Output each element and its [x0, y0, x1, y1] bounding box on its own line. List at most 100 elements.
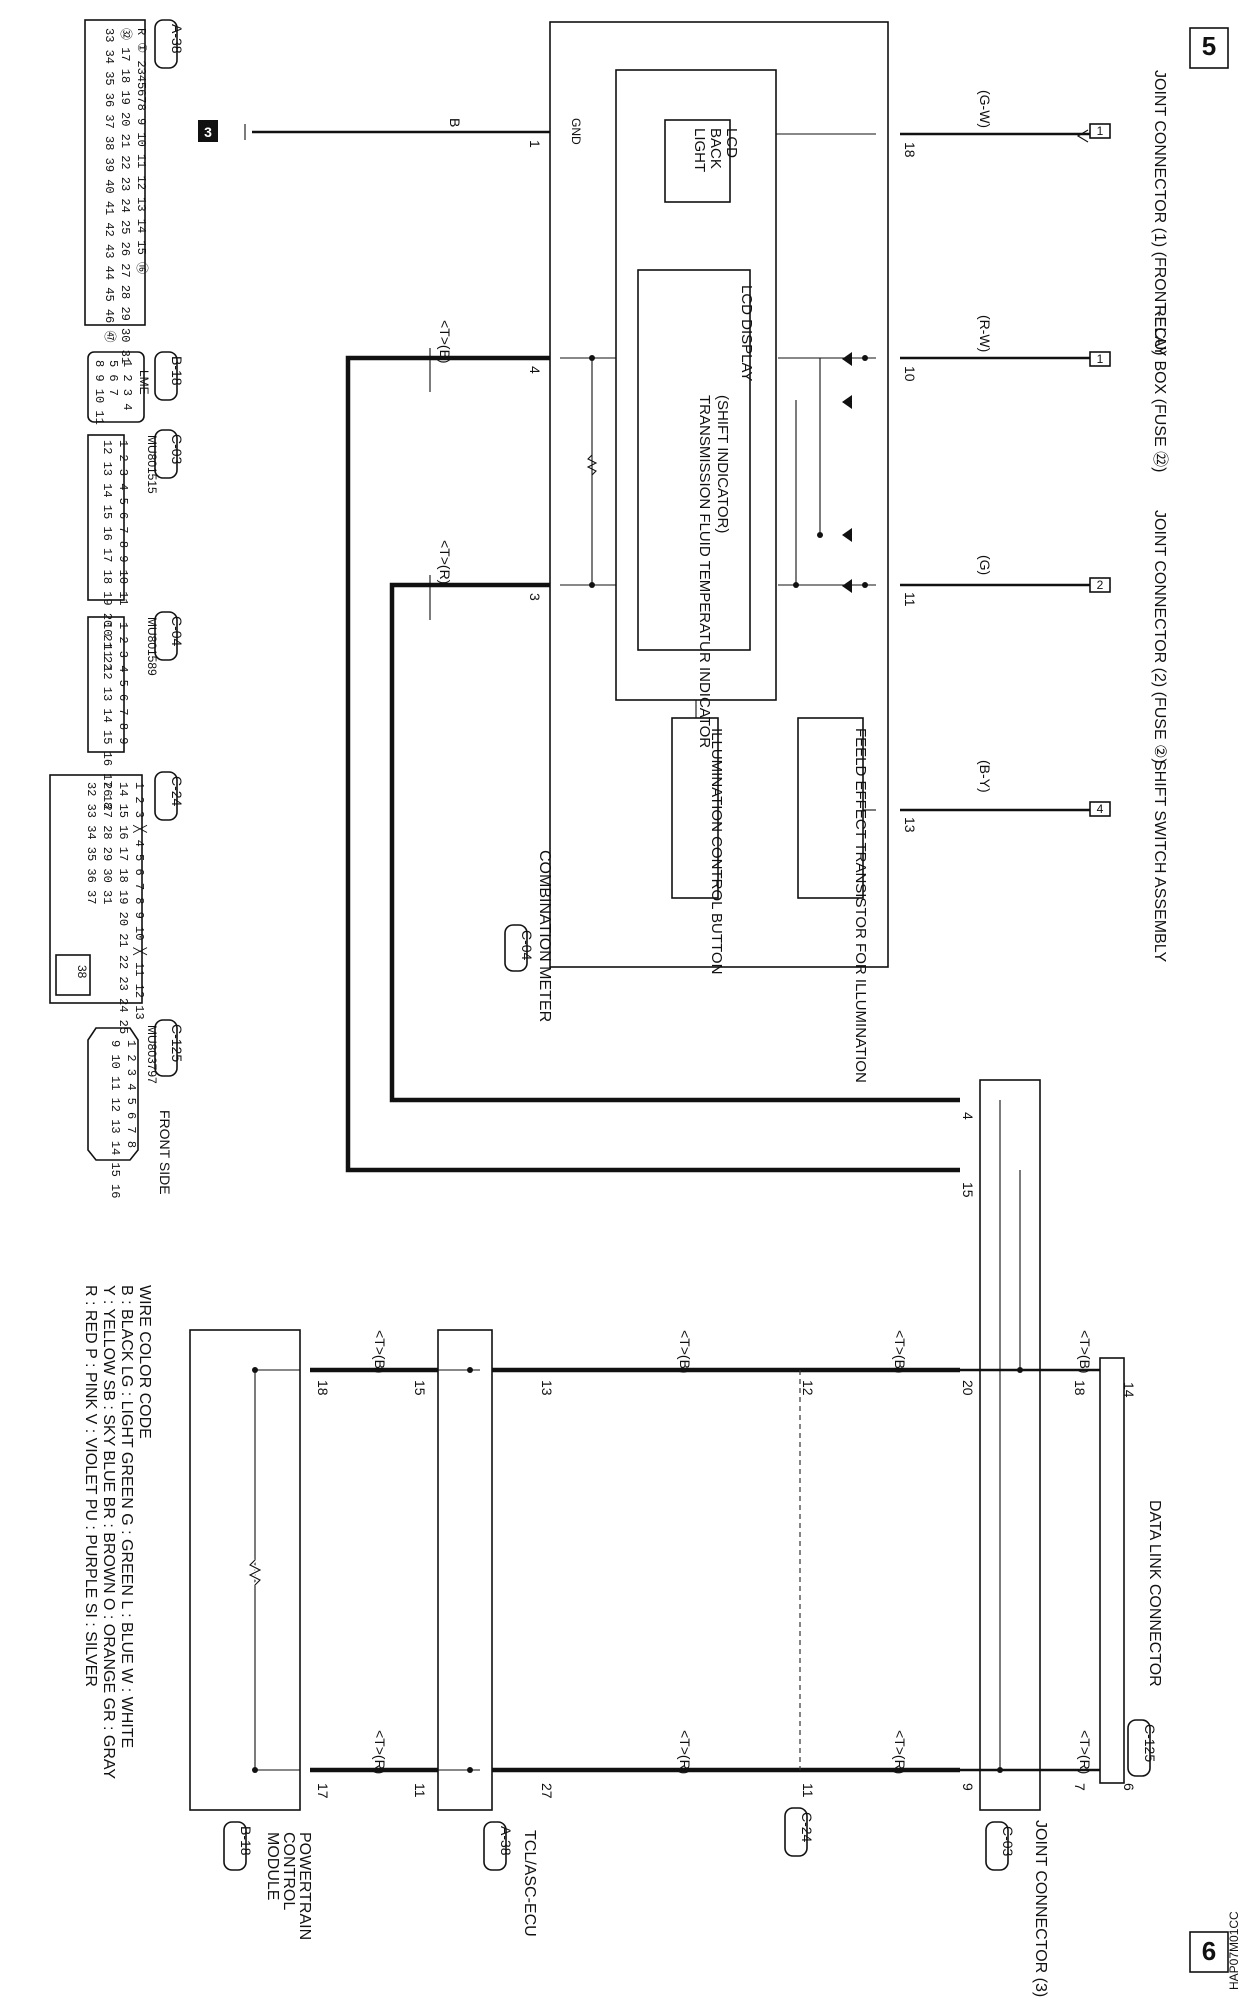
svg-text:33 34 35 36 37 38 39 40 41 42: 33 34 35 36 37 38 39 40 41 42 43 44 45 4…: [102, 28, 117, 342]
svg-text:3: 3: [204, 124, 212, 140]
meter-pin: 10: [902, 366, 918, 382]
svg-text:3: 3: [527, 593, 543, 601]
svg-text:11: 11: [412, 1783, 428, 1798]
svg-text:B : BLACK LG : LIGHT GREEN: B : BLACK LG : LIGHT GREEN G : GREEN L :…: [118, 1285, 135, 1748]
svg-text:4: 4: [960, 1112, 976, 1120]
svg-text:LME: LME: [137, 370, 151, 395]
svg-text:C-04: C-04: [169, 616, 185, 647]
svg-text:RELAY BOX (FUSE ㉒): RELAY BOX (FUSE ㉒): [1151, 305, 1169, 472]
svg-text:1: 1: [527, 140, 543, 148]
svg-text:C-24: C-24: [169, 776, 185, 807]
fluid-indicator-label: TRANSMISSION FLUID TEMPERATUR INDICATOR: [696, 395, 713, 748]
svg-text:9: 9: [960, 1783, 976, 1791]
svg-text:<T>(R): <T>(R): [892, 1730, 908, 1774]
svg-text:27: 27: [539, 1783, 555, 1799]
page-number-bottom: 6: [1202, 1936, 1216, 1966]
svg-text:1: 1: [1097, 352, 1104, 366]
svg-text:2: 2: [1097, 578, 1104, 592]
svg-text:DATA LINK CONNECTOR: DATA LINK CONNECTOR: [1146, 1500, 1163, 1687]
svg-text:C-125: C-125: [1142, 1724, 1158, 1762]
svg-text:JOINT CONNECTOR (3): JOINT CONNECTOR (3): [1032, 1820, 1049, 1997]
svg-text:CONTROL: CONTROL: [280, 1832, 297, 1910]
svg-text:32 33 34 35 36 37: 32 33 34 35 36 37: [84, 782, 98, 904]
page-box-bottom: [1189, 1931, 1229, 1973]
svg-text:JOINT CONNECTOR (2) (FUSE ②): JOINT CONNECTOR (2) (FUSE ②): [1151, 510, 1168, 764]
svg-text:11: 11: [800, 1783, 816, 1798]
svg-text:Y : YELLOW SB : SKY BLUE B: Y : YELLOW SB : SKY BLUE BR : BROWN O : …: [100, 1285, 117, 1779]
svg-text:C-03: C-03: [1000, 1826, 1016, 1857]
svg-text:LIGHT: LIGHT: [691, 128, 708, 172]
connector-joint-2: JOINT CONNECTOR (2) (FUSE ②) 2 (G) 11: [900, 510, 1168, 764]
connector-relay-box: RELAY BOX (FUSE ㉒) 1 (R-W) 10: [900, 305, 1169, 472]
svg-text:<T>(B): <T>(B): [437, 320, 453, 364]
wire-color-label: (R-W): [977, 315, 993, 352]
svg-text:B-18: B-18: [169, 356, 185, 386]
ground-wire: GND 1 B 3: [198, 118, 583, 148]
svg-text:GND: GND: [569, 118, 583, 145]
svg-text:20: 20: [960, 1380, 976, 1396]
illumination-button-label: ILLUMINATION CONTROL BUTTON: [708, 728, 725, 974]
svg-text:MU801589: MU801589: [145, 617, 159, 676]
svg-text:<T>(R): <T>(R): [1077, 1730, 1093, 1774]
fet-label: FEELD EFFECT TRANSISTOR FOR ILLUMINATION: [852, 728, 869, 1083]
svg-text:4: 4: [1097, 802, 1104, 816]
svg-text:5 6 7: 5 6 7: [106, 360, 120, 396]
svg-text:12 13 14 15 16 17 18 19 20 21: 12 13 14 15 16 17 18 19 20 21 22: [100, 440, 114, 670]
bus-lines: <T>(B) <T>(R) <T>(B) <T>(R) <T>(B) <T>(R…: [310, 1330, 960, 1857]
svg-text:1 2 3 4 5 6 7 8 9 10 11: 1 2 3 4 5 6 7 8 9 10 11: [116, 440, 130, 606]
svg-text:R : RED P : PINK V : VIOLE: R : RED P : PINK V : VIOLET PU : PURPLE …: [82, 1285, 99, 1687]
svg-text:POWERTRAIN: POWERTRAIN: [296, 1832, 313, 1940]
svg-text:B-18: B-18: [238, 1826, 254, 1856]
svg-text:4: 4: [527, 366, 543, 374]
svg-text:<T>(R): <T>(R): [437, 540, 453, 584]
page-box-top: [1189, 27, 1229, 69]
meter-pin: 18: [902, 142, 918, 158]
svg-text:18: 18: [1072, 1380, 1088, 1396]
svg-text:1 2 3 ╳ 4 5 6 7 8 9 10 ╳ 11 12: 1 2 3 ╳ 4 5 6 7 8 9 10 ╳ 11 12 13: [132, 782, 148, 1020]
connector-joint-1: JOINT CONNECTOR (1) (FRONT-ECU) 1 (G-W) …: [900, 70, 1168, 356]
svg-text:17: 17: [315, 1783, 331, 1799]
svg-text:R ① 2345678 9 10 11 12 13 14 1: R ① 2345678 9 10 11 12 13 14 15 ⑯: [134, 28, 149, 274]
tcu-ecu: 13 15 27 11 TCL/ASC-ECU A-38: [412, 1329, 555, 1937]
svg-text:<T>(B): <T>(B): [1077, 1330, 1093, 1374]
meter-title: COMBINATION METER: [536, 850, 553, 1022]
svg-text:FRONT SIDE: FRONT SIDE: [157, 1110, 173, 1195]
figure-id: HAP07M01CC: [1227, 1911, 1241, 1990]
svg-text:14: 14: [1121, 1382, 1137, 1398]
svg-text:15: 15: [960, 1182, 976, 1198]
shift-indicator-label: (SHIFT INDICATOR): [714, 395, 731, 533]
svg-text:BACK: BACK: [707, 128, 724, 169]
wire-color-label: (G): [977, 555, 993, 575]
connector-shift-switch: SHIFT SWITCH ASSEMBLY 4 (B-Y) 13: [900, 760, 1168, 962]
svg-text:<T>(B): <T>(B): [892, 1330, 908, 1374]
svg-text:TCL/ASC-ECU: TCL/ASC-ECU: [521, 1830, 538, 1937]
svg-text:LCD: LCD: [723, 128, 740, 158]
svg-text:C-24: C-24: [799, 1812, 815, 1843]
svg-text:6: 6: [1121, 1783, 1137, 1791]
page-number-top: 5: [1202, 31, 1216, 61]
svg-text:1: 1: [1097, 124, 1104, 138]
svg-text:7: 7: [1072, 1783, 1088, 1791]
svg-text:18: 18: [315, 1380, 331, 1396]
wire-color-legend: WIRE COLOR CODE B : BLACK LG : LIGHT GRE…: [82, 1285, 153, 1779]
svg-text:12: 12: [800, 1380, 816, 1396]
svg-text:MODULE: MODULE: [264, 1832, 281, 1900]
svg-text:MU803797: MU803797: [145, 1025, 159, 1084]
svg-text:9 10 11 12 13 14 15 16: 9 10 11 12 13 14 15 16: [108, 1040, 122, 1198]
svg-text:13: 13: [539, 1380, 555, 1396]
meter-data-lines: 4 3 <T>(B) <T>(R): [345, 320, 960, 1173]
svg-text:A-38: A-38: [498, 1826, 514, 1856]
svg-text:WIRE COLOR CODE: WIRE COLOR CODE: [136, 1285, 153, 1439]
svg-text:15: 15: [412, 1380, 428, 1396]
joint-connector-3: 4 15 20 9 18 7 JOINT CONNECTOR (3) C-03: [960, 1079, 1100, 1997]
svg-text:<T>(B): <T>(B): [677, 1330, 693, 1374]
svg-text:A-38: A-38: [169, 24, 185, 54]
svg-text:14 15 16 17 18 19 20 21 22 23: 14 15 16 17 18 19 20 21 22 23 24 25: [116, 782, 130, 1034]
lcd-display-label: LCD DISPLAY: [738, 285, 755, 381]
svg-text:<T>(R): <T>(R): [372, 1730, 388, 1774]
svg-text:JOINT CONNECTOR (1) (FRONT-ECU: JOINT CONNECTOR (1) (FRONT-ECU): [1151, 70, 1168, 356]
svg-text:B: B: [447, 118, 463, 127]
connector-views: A-38 R ① 2345678 9 10 11 12 13 14 15 ⑯ ㉜…: [49, 19, 185, 1198]
